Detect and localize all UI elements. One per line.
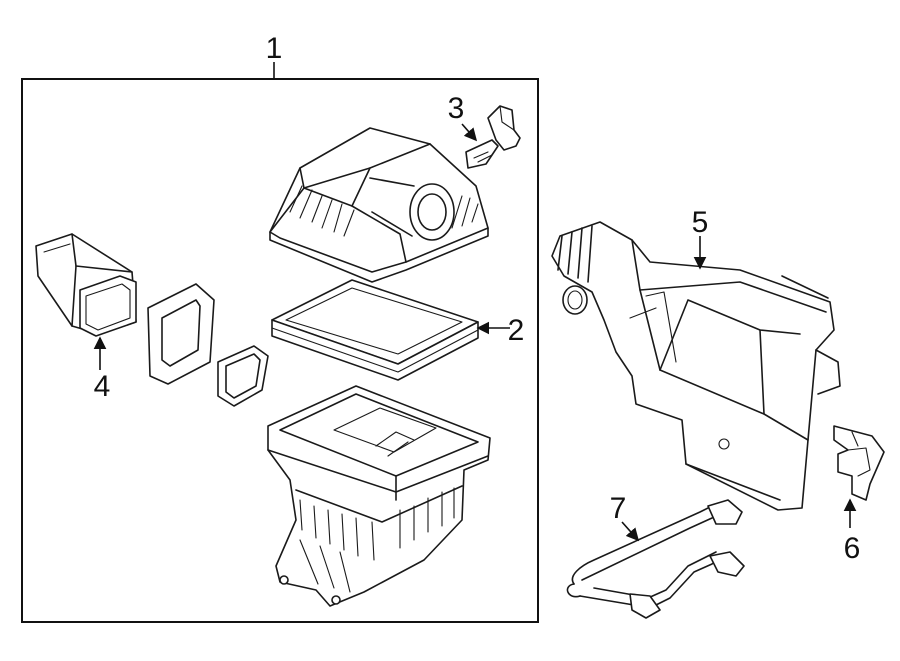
gasket-small [217, 345, 269, 407]
assembly-frame [21, 78, 539, 623]
part-7-vent-hose [566, 499, 745, 619]
part-3-mass-airflow-sensor [465, 105, 521, 169]
callout-5: 5 [692, 206, 709, 239]
gasket-large [147, 283, 215, 385]
part-2-air-filter [271, 279, 479, 381]
part-4-intake-duct [35, 233, 137, 337]
leader-7 [621, 521, 640, 542]
callout-3: 3 [448, 92, 465, 125]
leader-3 [461, 123, 478, 142]
air-cleaner-cover [269, 127, 489, 283]
callout-7: 7 [610, 492, 627, 525]
part-6-bracket [833, 425, 885, 501]
callout-1: 1 [266, 32, 283, 65]
callout-2: 2 [508, 314, 525, 347]
air-cleaner-housing [267, 385, 491, 607]
callout-6: 6 [844, 532, 861, 565]
part-5-resonator [551, 221, 841, 511]
callout-4: 4 [94, 370, 111, 403]
